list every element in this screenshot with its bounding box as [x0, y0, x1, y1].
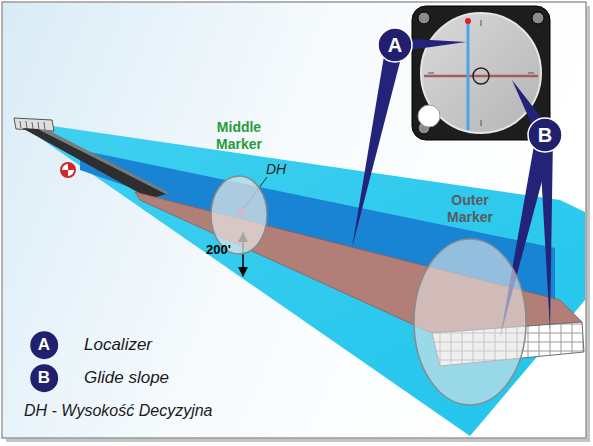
marker-ball [61, 163, 75, 177]
callout-circle: A [377, 27, 413, 63]
legend-text: Localizer [84, 335, 152, 355]
legend-callout: A [30, 331, 58, 359]
callout-letter: B [38, 368, 50, 388]
screw-hole [532, 12, 544, 24]
localizer-needle [467, 20, 470, 130]
frame [2, 2, 586, 438]
dial-dot [465, 18, 471, 24]
legend-callout-shape [31, 365, 57, 391]
legend-callout: B [30, 364, 58, 392]
callout-circle-shape [528, 118, 562, 152]
legend-text-anchor: Glide slope [84, 368, 169, 388]
height-label-anchor: 200' [206, 240, 231, 258]
outer-marker: Outer Marker [413, 238, 527, 406]
marker-heading: Outer Marker [434, 192, 506, 226]
legend-callout-shape [31, 332, 57, 358]
callout-circle: B [527, 117, 563, 153]
marker-heading: Middle Marker [203, 119, 275, 153]
glide-slope-needle [424, 75, 538, 78]
runway-edge [38, 129, 170, 194]
screw-hole [418, 12, 430, 24]
dh-label-anchor: DH [266, 160, 286, 178]
dial-center [473, 68, 489, 84]
dial-ticks [428, 20, 534, 126]
legend-text: Glide slope [84, 368, 169, 388]
outer-marker-shape [414, 239, 526, 405]
callout-letter: A [38, 335, 50, 355]
callout-letter: A [388, 33, 402, 57]
outer-marker-outline [413, 238, 527, 406]
instrument-ball [418, 105, 440, 127]
callout-circle-shape [378, 28, 412, 62]
legend-text-anchor: Localizer [84, 335, 152, 355]
marker-ball-stripes [61, 163, 75, 177]
callout-letter: B [538, 123, 552, 147]
callout-pointer [539, 135, 553, 330]
height-label: 200' [206, 242, 231, 258]
callout-pointer [352, 43, 404, 248]
footnote-text-anchor: DH - Wysokość Decyzyjna [24, 401, 212, 420]
footnote-text: DH - Wysokość Decyzyjna [24, 401, 212, 420]
instrument-bezel [412, 6, 550, 140]
runway [22, 128, 166, 199]
dh-label: DH [266, 161, 286, 178]
